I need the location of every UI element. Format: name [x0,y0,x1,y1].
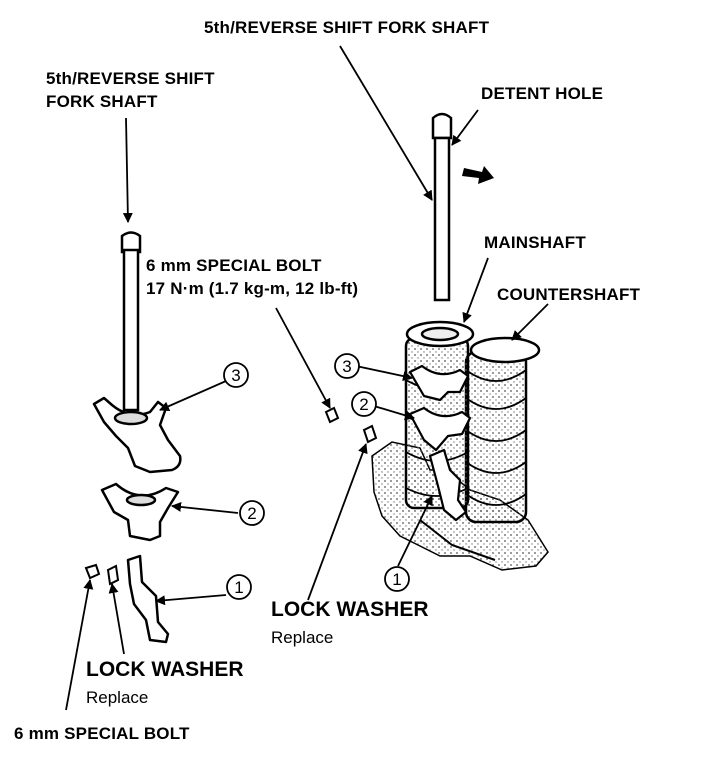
direction-arrow-icon [462,166,494,184]
label-mainshaft: MAINSHAFT [484,233,586,252]
label-shaft-left-line2: FORK SHAFT [46,92,158,111]
callout-left-2-number: 2 [247,504,256,523]
label-bolt-spec-line2: 17 N·m (1.7 kg-m, 12 lb-ft) [146,279,359,298]
callout-right-3-number: 3 [342,357,351,376]
label-lock-washer-right: LOCK WASHER [271,598,429,621]
callout-right-1 [384,566,410,592]
callout-left-3-number: 3 [231,366,240,385]
callout-left-1-number: 1 [234,578,243,597]
label-replace-left: Replace [86,688,149,707]
left-fork-2 [100,482,180,542]
leader-right-bolt [275,307,331,409]
label-bolt-spec-line1: 6 mm SPECIAL BOLT [146,256,322,275]
callout-right-2 [351,391,377,417]
label-shaft-left-line1: 5th/REVERSE SHIFT [46,69,215,88]
callout-circles [223,353,410,600]
left-lock-washer [106,564,120,586]
leader-right-3 [355,365,413,382]
leader-left-1 [155,594,227,606]
leader-right-washer [307,443,368,601]
leader-left-2 [171,501,239,514]
leader-right-shaft [339,45,433,201]
callout-left-2 [239,500,265,526]
leader-left-washer [108,583,125,655]
callout-left-3 [223,362,249,388]
leader-mainshaft [462,257,489,323]
left-fork-1 [126,554,170,644]
left-special-bolt [84,563,101,580]
label-detent-hole: DETENT HOLE [481,84,604,103]
right-fork-stack [408,364,472,522]
label-countershaft: COUNTERSHAFT [497,285,641,304]
leader-right-1 [397,495,433,567]
label-lock-washer-left: LOCK WASHER [86,658,244,681]
countershaft-gears [464,336,541,524]
label-replace-right: Replace [271,628,334,647]
left-fork-3 [92,396,182,474]
callout-left-1 [226,574,252,600]
callout-right-1-number: 1 [392,570,401,589]
callout-right-2-number: 2 [359,395,368,414]
label-shaft-top-right: 5th/REVERSE SHIFT FORK SHAFT [204,18,490,37]
leader-countershaft [511,303,549,341]
leader-right-2 [373,405,415,421]
right-special-bolt [324,406,340,424]
label-bolt-bottom-left: 6 mm SPECIAL BOLT [14,724,190,743]
right-shift-fork-shaft [431,112,453,302]
right-lock-washer [362,424,378,444]
leader-left-shaft [122,117,133,223]
left-shift-fork-shaft [120,231,142,412]
leader-lines [65,45,549,711]
callout-right-3 [334,353,360,379]
leader-left-bolt [65,579,94,711]
leader-left-3 [159,380,227,411]
leader-detent-hole [451,109,479,146]
